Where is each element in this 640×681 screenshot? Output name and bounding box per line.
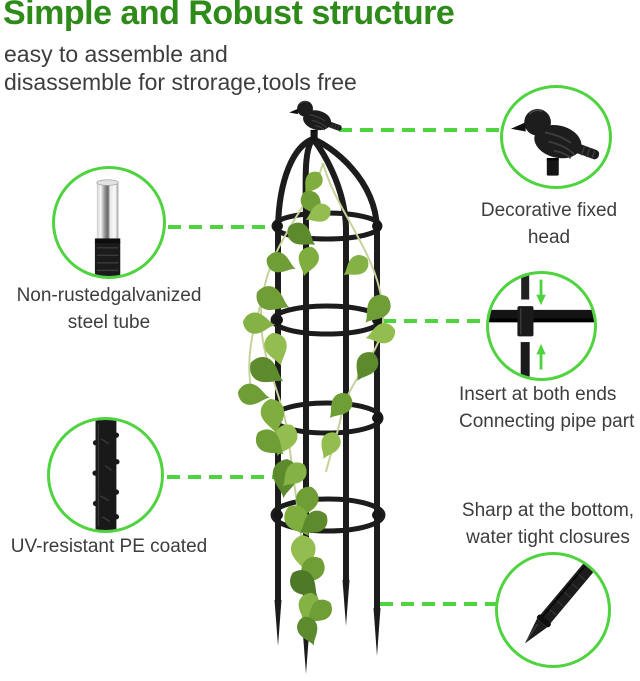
- bird-finial-icon: [288, 100, 344, 142]
- climbing-vine: [236, 162, 398, 650]
- callout-connector-lines: [167, 128, 501, 606]
- callout-bird-finial: [500, 85, 612, 189]
- ground-spike-label: Sharp at the bottom, water tight closure…: [461, 500, 635, 548]
- pe-tube-label: UV-resistant PE coated: [10, 536, 208, 557]
- callout-ground-spike: [495, 552, 611, 668]
- callout-pipe-connector: [486, 271, 597, 381]
- steel-tube-icon: [94, 179, 121, 276]
- insert-arrowheads: [536, 294, 546, 355]
- bird-finial-label: Decorative fixed head: [480, 200, 618, 248]
- pe-coated-tube-icon: [92, 420, 120, 530]
- headline: Simple and Robust structure: [3, 0, 455, 32]
- callout-steel-tube: [52, 166, 166, 279]
- subtitle-line: disassemble for strorage,tools free: [4, 69, 357, 95]
- connector-label: Insert at both ends Connecting pipe part: [459, 384, 635, 432]
- subtitle: easy to assemble and disassemble for str…: [4, 40, 357, 96]
- cross-connector-icon: [489, 274, 594, 378]
- ring-clamps: [273, 221, 382, 520]
- bird-finial-icon: [509, 107, 602, 177]
- callout-pe-tube: [47, 417, 164, 533]
- ground-spike-icon: [524, 555, 601, 644]
- subtitle-line: easy to assemble and: [4, 41, 228, 67]
- steel-tube-label: Non-rustedgalvanized steel tube: [16, 285, 202, 333]
